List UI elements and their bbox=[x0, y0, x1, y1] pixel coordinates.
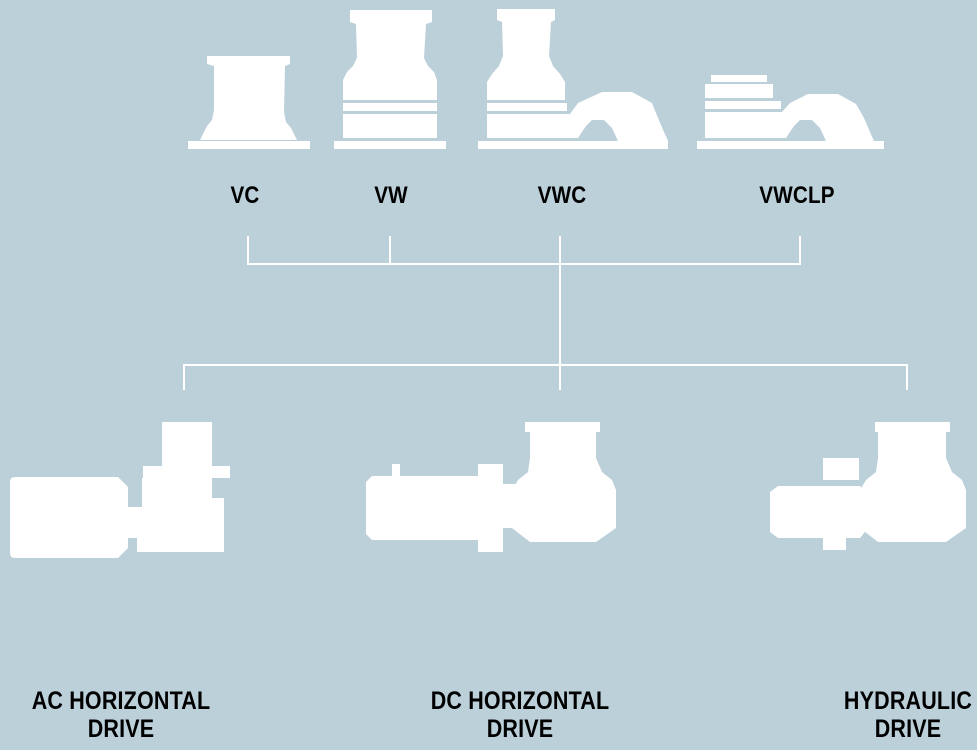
vwclp-windlass-icon bbox=[697, 75, 884, 149]
vw-windlass-icon bbox=[334, 10, 446, 149]
label-dc-horizontal-drive: DC HORIZONTAL DRIVE bbox=[400, 687, 641, 743]
label-vwclp: VWCLP bbox=[759, 182, 835, 209]
connector-lines bbox=[183, 236, 908, 390]
label-ac-line1: AC HORIZONTAL bbox=[31, 687, 211, 715]
label-ac-line2: DRIVE bbox=[87, 715, 155, 743]
label-vwc: VWC bbox=[537, 182, 587, 209]
label-hydraulic-drive: HYDRAULIC DRIVE bbox=[788, 687, 977, 743]
label-vw: VW bbox=[374, 182, 408, 209]
label-hydraulic-line1: HYDRAULIC bbox=[843, 687, 973, 715]
ac-motor-icon bbox=[10, 422, 230, 558]
label-hydraulic-line2: DRIVE bbox=[874, 715, 942, 743]
label-dc-line2: DRIVE bbox=[486, 715, 554, 743]
label-dc-line1: DC HORIZONTAL bbox=[430, 687, 610, 715]
vwc-windlass-icon bbox=[478, 9, 668, 149]
label-ac-horizontal-drive: AC HORIZONTAL DRIVE bbox=[1, 687, 242, 743]
vc-capstan-icon bbox=[188, 56, 310, 149]
hydraulic-motor-icon bbox=[770, 422, 966, 550]
label-vc: VC bbox=[230, 182, 260, 209]
dc-motor-icon bbox=[366, 422, 616, 552]
